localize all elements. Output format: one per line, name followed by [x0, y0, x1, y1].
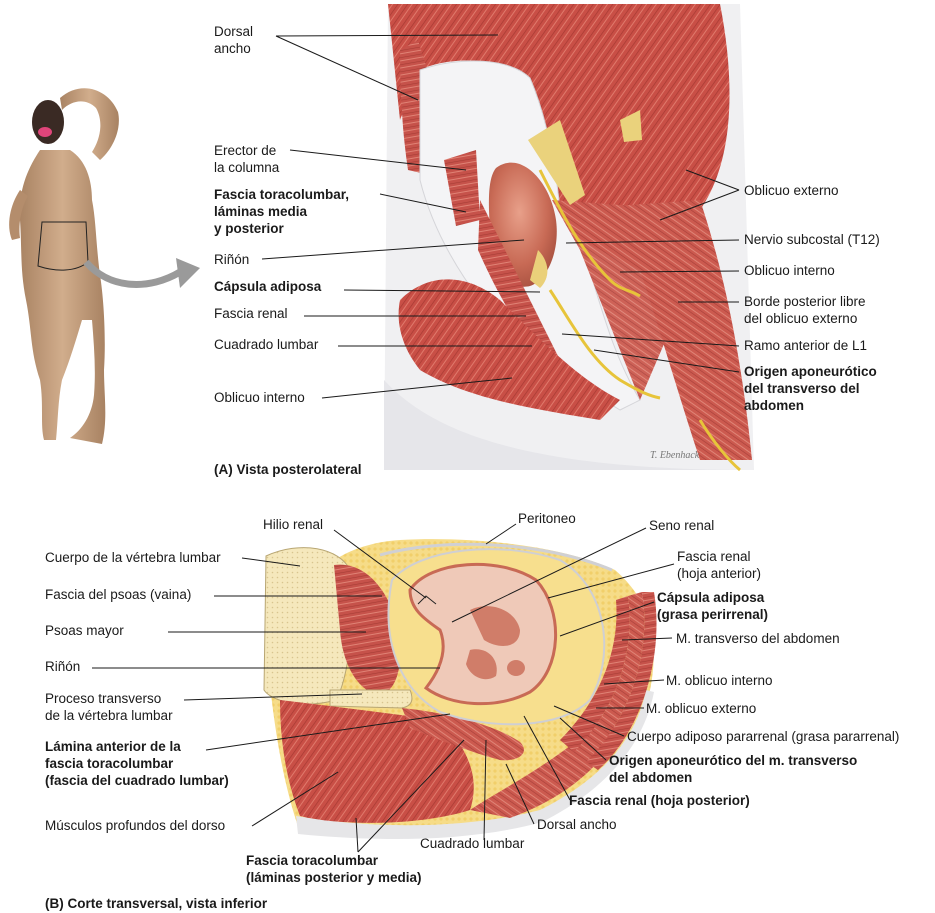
- label-oblicuo-interno-b: M. oblicuo interno: [666, 673, 773, 688]
- label-ramo-anterior: Ramo anterior de L1: [744, 338, 868, 353]
- label-cuerpo-vertebra: Cuerpo de la vértebra lumbar: [45, 550, 221, 565]
- signature: T. Ebenhack: [650, 450, 700, 461]
- label-transverso: M. transverso del abdomen: [676, 631, 840, 646]
- label-fascia-renal-a: Fascia renal: [214, 306, 288, 321]
- label-capsula-adiposa-b: Cápsula adiposa(grasa perirrenal): [657, 590, 769, 622]
- figure-silhouette: [9, 88, 119, 444]
- label-dorsal-ancho-b: Dorsal ancho: [537, 817, 617, 832]
- label-seno-renal: Seno renal: [649, 518, 715, 533]
- label-nervio-subcostal: Nervio subcostal (T12): [744, 232, 880, 247]
- label-hilio-renal: Hilio renal: [263, 517, 324, 532]
- caption-b: (B) Corte transversal, vista inferior: [45, 896, 268, 911]
- label-peritoneo: Peritoneo: [518, 511, 576, 526]
- pointer-arrow: [83, 259, 182, 288]
- label-cuerpo-adiposo: Cuerpo adiposo pararrenal (grasa pararre…: [627, 729, 900, 744]
- label-rinon-b: Riñón: [45, 659, 81, 674]
- leader-lines-b: [92, 523, 675, 853]
- leader-lines-a: [261, 34, 740, 399]
- cross-section-illustration: [263, 539, 657, 839]
- label-capsula-adiposa-a: Cápsula adiposa: [214, 279, 322, 294]
- label-cuadrado-lumbar-a: Cuadrado lumbar: [214, 337, 319, 352]
- label-oblicuo-interno-a-left: Oblicuo interno: [214, 390, 305, 405]
- label-oblicuo-externo-a: Oblicuo externo: [744, 183, 839, 198]
- label-oblicuo-externo-b: M. oblicuo externo: [646, 701, 757, 716]
- label-rinon-a: Riñón: [214, 252, 250, 267]
- label-fascia-psoas: Fascia del psoas (vaina): [45, 587, 192, 602]
- label-oblicuo-interno-a-right: Oblicuo interno: [744, 263, 835, 278]
- dissection-illustration: [384, 4, 754, 472]
- label-fascia-renal-posterior: Fascia renal (hoja posterior): [569, 793, 750, 808]
- caption-a: (A) Vista posterolateral: [214, 462, 362, 477]
- label-psoas-mayor: Psoas mayor: [45, 623, 124, 638]
- label-fascia-toracolumbar-b: Fascia toracolumbar(láminas posterior y …: [246, 853, 422, 885]
- label-musculos-profundos: Músculos profundos del dorso: [45, 818, 226, 833]
- label-fascia-renal-anterior: Fascia renal(hoja anterior): [677, 549, 762, 581]
- label-cuadrado-lumbar-b: Cuadrado lumbar: [420, 836, 525, 851]
